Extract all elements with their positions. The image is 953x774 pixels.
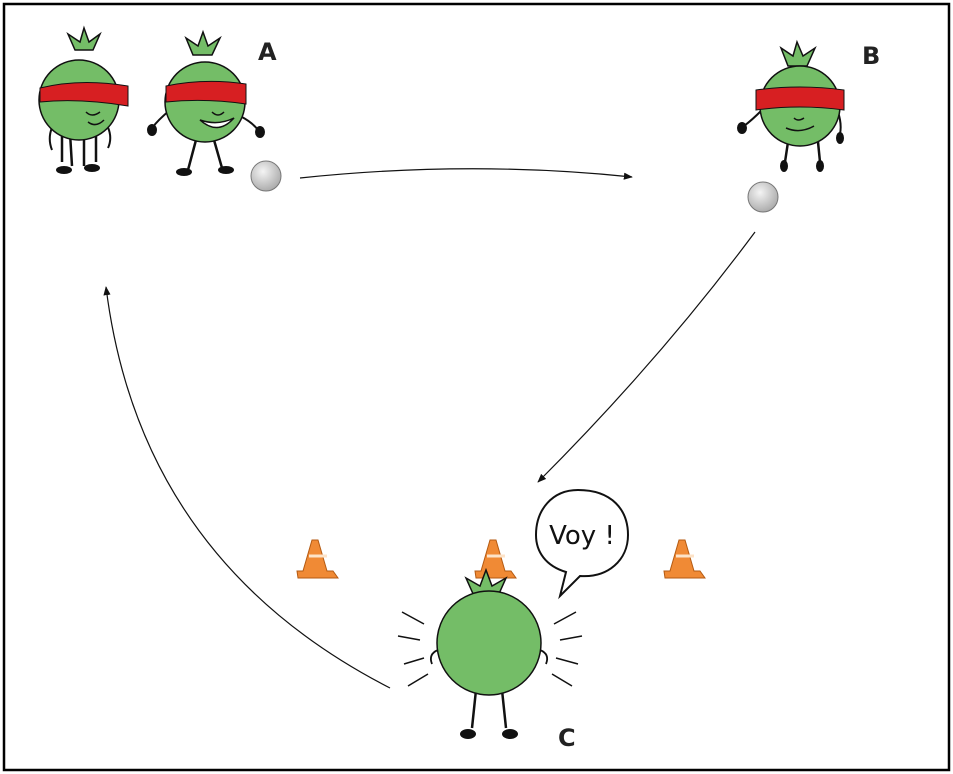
tomato-player-a2 <box>147 29 265 176</box>
arrow-c-to-a <box>103 286 391 689</box>
label-a: A <box>258 38 277 66</box>
speech-bubble: Voy ! <box>534 488 630 600</box>
tomato-player-a1 <box>38 25 129 174</box>
arrow-b-to-c <box>537 231 756 483</box>
cone-left <box>296 539 339 579</box>
arrow-a-to-b <box>299 168 633 180</box>
label-c: C <box>558 724 576 752</box>
speech-text: Voy ! <box>549 521 615 551</box>
tomato-player-b <box>737 39 845 172</box>
cone-right <box>663 539 706 579</box>
ball-a <box>250 160 282 192</box>
ball-b <box>747 181 779 213</box>
cone-center <box>474 539 517 579</box>
tomato-player-c <box>397 567 583 739</box>
label-b: B <box>862 42 880 70</box>
